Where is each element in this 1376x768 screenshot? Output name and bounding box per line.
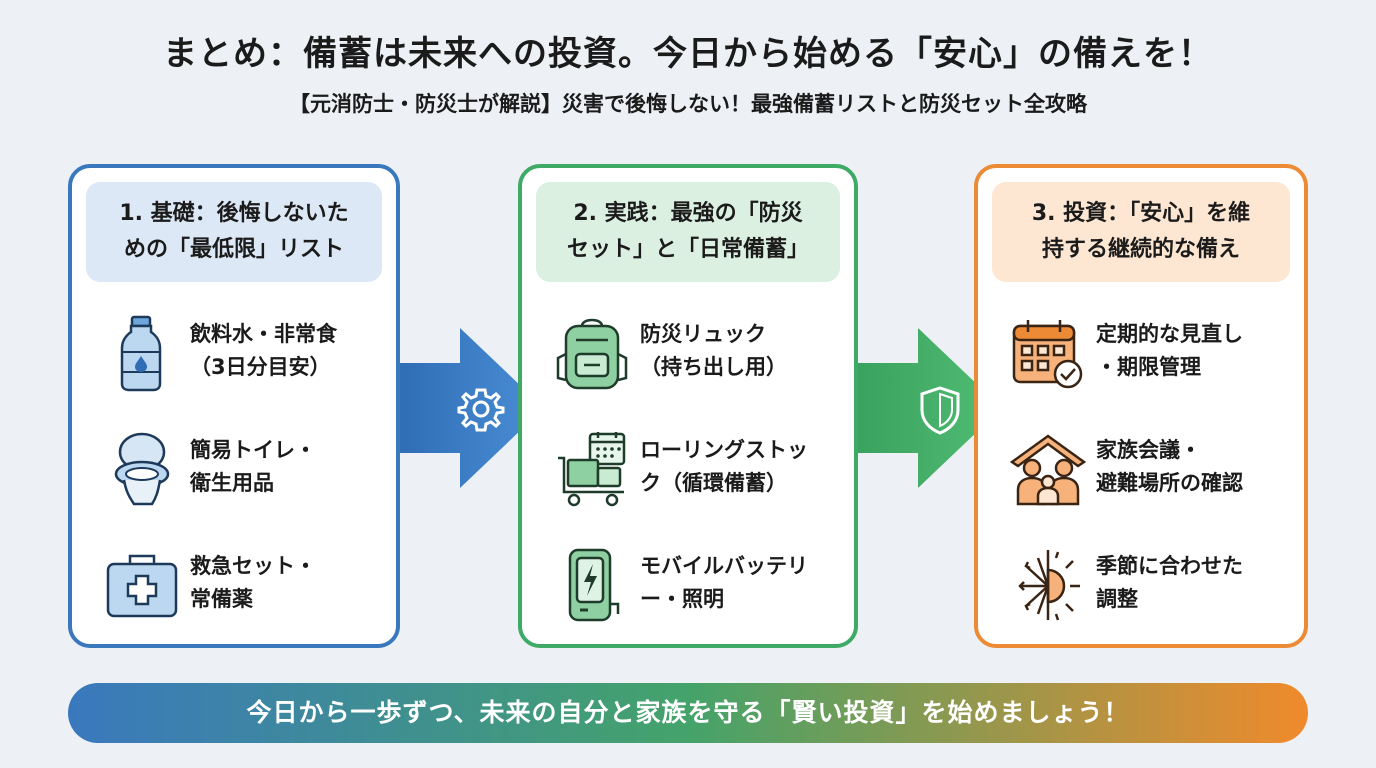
list-item: 飲料水・非常食 （3日分目安）	[72, 310, 396, 396]
footer-banner: 今日から一歩ずつ、未来の自分と家族を守る「賢い投資」を始めましょう！	[68, 683, 1308, 743]
family-house-icon	[1009, 430, 1087, 508]
card-heading: 3. 投資：「安心」を維 持する継続的な備え	[992, 182, 1290, 282]
shield-icon	[916, 384, 964, 436]
card-basics: 1. 基礎：後悔しないた めの「最低限」リスト 飲料水・非常食 （3日分目安）	[68, 164, 400, 648]
rolling-stock-cart-icon	[554, 430, 630, 508]
card-investment: 3. 投資：「安心」を維 持する継続的な備え 定期的	[974, 164, 1308, 648]
first-aid-kit-icon	[104, 546, 180, 624]
flow-arrow-1	[398, 328, 546, 488]
toilet-icon	[104, 430, 180, 508]
list-item: 定期的な見直し ・期限管理	[978, 310, 1304, 396]
card-practice: 2. 実践：最強の「防災 セット」と「日常備蓄」 防災リュック （持ち出し用）	[518, 164, 858, 648]
flow-arrow-2	[856, 328, 1004, 488]
calendar-check-icon	[1010, 314, 1086, 392]
gear-icon	[456, 384, 506, 434]
list-item: 家族会議・ 避難場所の確認	[978, 426, 1304, 512]
list-item: 救急セット・ 常備薬	[72, 542, 396, 628]
page-title: まとめ：備蓄は未来への投資。今日から始める「安心」の備えを！	[163, 34, 1213, 74]
list-item: 季節に合わせた 調整	[978, 542, 1304, 628]
season-snow-sun-icon	[1010, 546, 1086, 624]
list-item: モバイルバッテリ ー・照明	[522, 542, 854, 628]
mobile-battery-icon	[554, 546, 630, 624]
list-item: 防災リュック （持ち出し用）	[522, 310, 854, 396]
card-heading: 2. 実践：最強の「防災 セット」と「日常備蓄」	[536, 182, 840, 282]
card-heading: 1. 基礎：後悔しないた めの「最低限」リスト	[86, 182, 382, 282]
water-bottle-icon	[104, 314, 180, 392]
page-subtitle: 【元消防士・防災士が解説】災害で後悔しない！最強備蓄リストと防災セット全攻略	[289, 92, 1087, 116]
list-item: 簡易トイレ・ 衛生用品	[72, 426, 396, 512]
backpack-icon	[554, 314, 630, 392]
list-item: ローリングストッ ク（循環備蓄）	[522, 426, 854, 512]
